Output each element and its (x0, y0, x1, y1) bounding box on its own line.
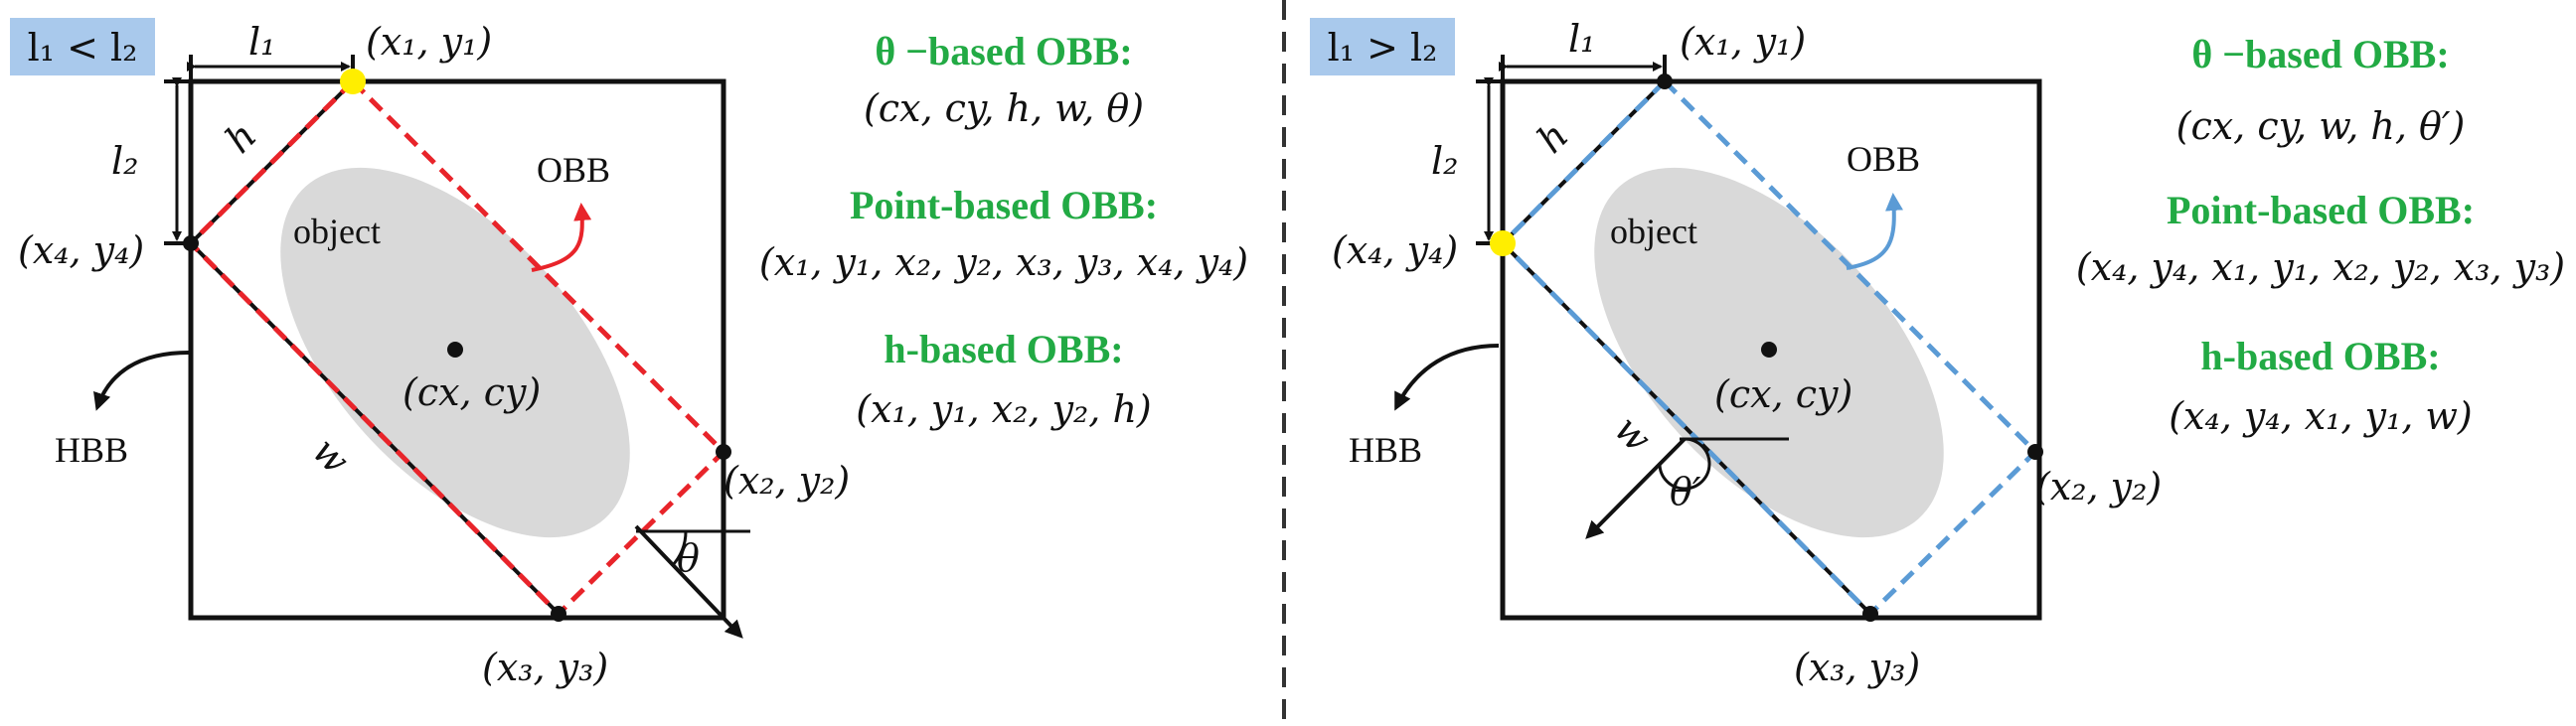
right-p3-label: (x₃, y₃) (1794, 646, 1920, 689)
left-panel: l₁ < l₂ θ l₁ l₂ h w ( (10, 18, 1248, 689)
left-vertex-3-dot (551, 606, 566, 622)
right-point-title: Point-based OBB: (2167, 188, 2475, 232)
right-vertex-4-highlight (1490, 230, 1516, 256)
left-p3-label: (x₃, y₃) (482, 646, 608, 689)
right-point-formula: (x₄, y₄, x₁, y₁, x₂, y₂, x₃, y₃) (2076, 245, 2565, 289)
left-object-label: object (293, 212, 381, 251)
right-p1-label: (x₁, y₁) (1680, 20, 1806, 64)
right-l1-label: l₁ (1568, 17, 1595, 61)
right-center-label: (cx, cy) (1714, 372, 1852, 416)
left-theta-label: θ (677, 536, 700, 580)
right-h-label: h (1529, 113, 1576, 161)
left-vertex-4-dot (183, 235, 199, 251)
right-vertex-1-dot (1657, 73, 1673, 89)
left-p4-label: (x₄, y₄) (18, 228, 144, 272)
right-hbb-label: HBB (1349, 430, 1422, 470)
left-point-formula: (x₁, y₁, x₂, y₂, x₃, y₃, x₄, y₄) (759, 240, 1248, 284)
right-center-dot (1761, 342, 1777, 358)
left-h-formula: (x₁, y₁, x₂, y₂, h) (856, 387, 1152, 431)
right-p4-label: (x₄, y₄) (1332, 228, 1458, 272)
left-l1-label: l₁ (248, 20, 275, 64)
right-condition-text: l₁ > l₂ (1328, 26, 1438, 70)
left-theta-title: θ −based OBB: (875, 29, 1132, 73)
left-condition-tag (10, 18, 155, 75)
left-theta-formula: (cx, cy, h, w, θ) (864, 86, 1144, 130)
left-h-title: h-based OBB: (884, 327, 1123, 371)
right-object-label: object (1610, 212, 1697, 251)
left-theta-extension (634, 524, 743, 639)
right-theta-label: θ′ (1670, 470, 1701, 513)
right-p2-label: (x₂, y₂) (2035, 465, 2162, 508)
right-obb-label: OBB (1847, 139, 1920, 179)
right-w-edge (1501, 241, 1872, 616)
left-center-label: (cx, cy) (402, 370, 541, 414)
left-p1-label: (x₁, y₁) (366, 20, 492, 64)
left-point-title: Point-based OBB: (850, 183, 1158, 227)
left-theta-arc (670, 530, 688, 568)
left-hbb-arrow (93, 351, 190, 411)
left-obb-arrow (531, 203, 592, 272)
right-panel: l₁ > l₂ θ′ l₁ l₂ h w (x₁, y₁) (x₄, y₄) (… (1310, 17, 2565, 689)
left-obb-label: OBB (537, 150, 610, 190)
left-w-label: w (304, 429, 358, 483)
right-vertex-2-dot (2027, 444, 2043, 460)
left-vertex-1-highlight (340, 69, 366, 94)
right-h-formula: (x₄, y₄, x₁, y₁, w) (2169, 394, 2473, 438)
left-vertex-2-dot (716, 444, 731, 460)
left-l2-label: l₂ (111, 139, 138, 183)
right-vertex-3-dot (1862, 606, 1878, 622)
left-hbb-box (188, 78, 726, 621)
left-h-label: h (217, 113, 264, 161)
right-hbb-box (1500, 78, 2042, 621)
right-theta-normal (1585, 437, 1687, 539)
right-theta-formula: (cx, cy, w, h, θ′) (2176, 104, 2466, 148)
right-w-label: w (1606, 407, 1660, 461)
right-theta-arc (1658, 437, 1711, 491)
left-w-edge (189, 241, 561, 616)
left-hbb-label: HBB (55, 430, 128, 470)
right-condition-tag (1310, 18, 1455, 75)
right-hbb-arrow (1394, 344, 1500, 411)
left-condition-text: l₁ < l₂ (28, 26, 138, 70)
right-l2-label: l₂ (1431, 139, 1458, 183)
left-center-dot (447, 342, 463, 358)
left-p2-label: (x₂, y₂) (724, 459, 850, 503)
right-theta-title: θ −based OBB: (2191, 32, 2449, 76)
right-h-title: h-based OBB: (2200, 334, 2440, 378)
right-obb-arrow (1846, 193, 1903, 270)
